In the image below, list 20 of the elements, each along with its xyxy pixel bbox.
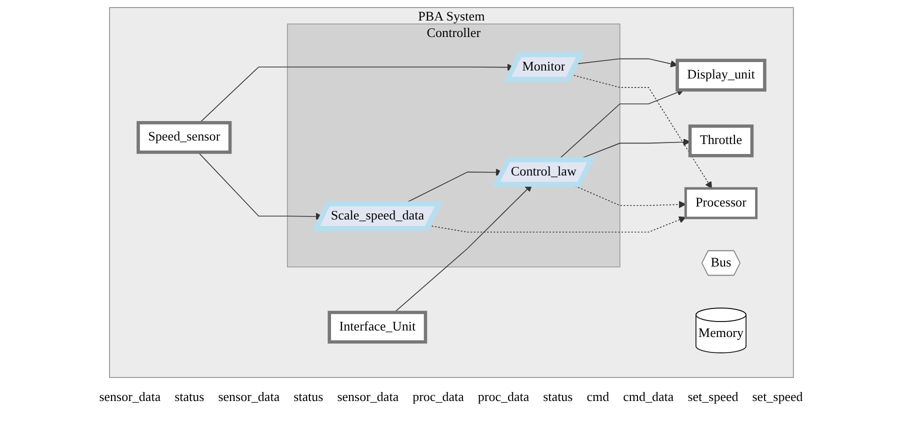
port-label: set_speed xyxy=(752,389,803,405)
port-label: proc_data xyxy=(412,389,464,405)
arrow xyxy=(197,152,322,220)
port-label: set_speed xyxy=(688,389,738,405)
port-label: status xyxy=(174,389,204,405)
node-box: Processor xyxy=(684,187,758,220)
port-label: proc_data xyxy=(478,389,530,405)
port-label: cmd_data xyxy=(623,389,674,405)
arrow xyxy=(198,64,514,124)
node-box: Interface_Unit xyxy=(327,310,427,344)
port-label: status xyxy=(543,389,573,405)
node-box: Speed_sensor xyxy=(136,121,232,154)
port-label: sensor_data xyxy=(218,389,280,405)
node-box: Throttle xyxy=(688,124,754,158)
arrow xyxy=(575,58,678,68)
port-label: sensor_data xyxy=(337,389,399,405)
port-label: status xyxy=(294,389,324,405)
node-box: Display_unit xyxy=(675,58,766,92)
port-label: cmd xyxy=(586,389,610,405)
port-label: sensor_data xyxy=(99,389,161,405)
